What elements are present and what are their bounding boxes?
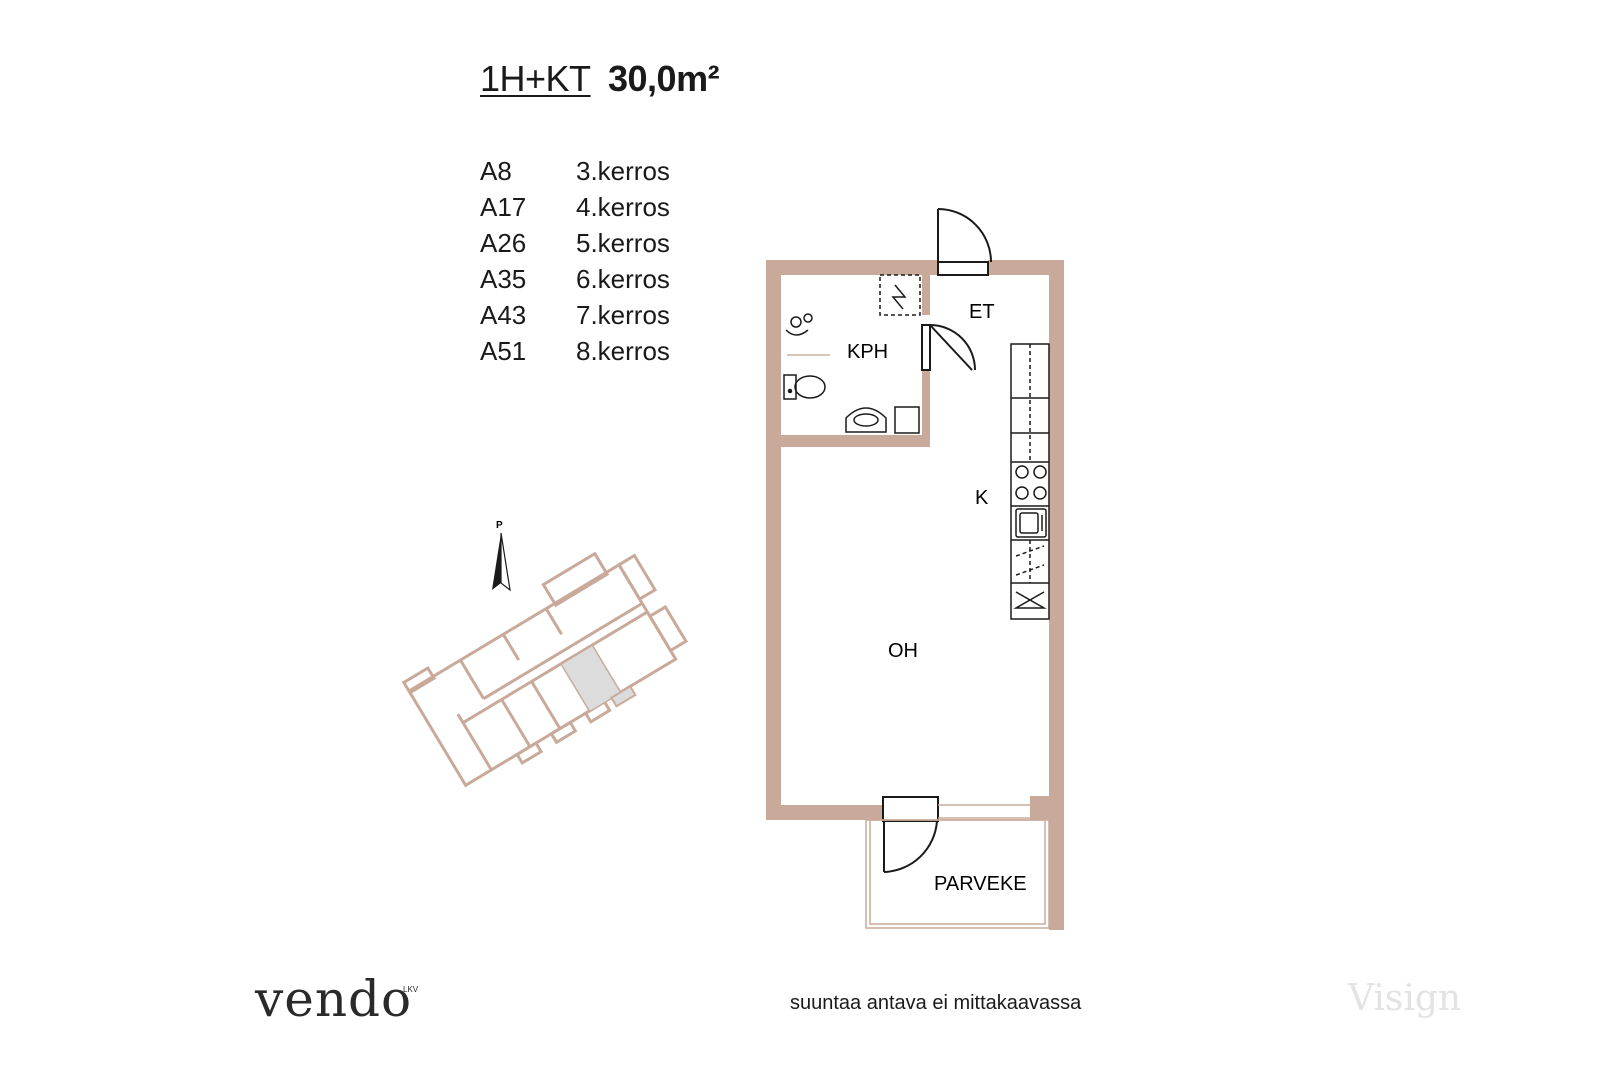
unit-id: A35 <box>480 264 527 294</box>
room-label-k: K <box>975 487 989 509</box>
vendo-logo: vendo <box>255 970 413 1028</box>
unit-floor: 6.kerros <box>576 264 670 294</box>
list-item: A8 3.kerros <box>480 156 670 192</box>
unit-id: A8 <box>480 156 512 186</box>
list-item: A43 7.kerros <box>480 300 670 336</box>
bathroom-fixtures <box>783 274 921 434</box>
apartment-walls <box>766 260 1064 930</box>
apartment-type-title: 1H+KT <box>480 58 591 99</box>
list-item: A35 6.kerros <box>480 264 670 300</box>
unit-id: A17 <box>480 192 527 222</box>
unit-id: A43 <box>480 300 527 330</box>
visign-watermark: Visign <box>1348 978 1462 1019</box>
balcony-door <box>882 796 939 873</box>
key-plan <box>401 551 688 788</box>
room-label-et: ET <box>969 301 995 323</box>
unit-floor-list: A8 3.kerros A17 4.kerros A26 5.kerros A35 6.… <box>480 156 670 372</box>
unit-floor: 5.kerros <box>576 228 670 258</box>
list-item: A17 4.kerros <box>480 192 670 228</box>
unit-floor: 8.kerros <box>576 336 670 366</box>
apartment-area: 30,0m² <box>608 58 720 99</box>
north-arrow-icon <box>492 532 511 592</box>
bathroom-door <box>921 324 976 371</box>
room-label-oh: OH <box>888 640 918 662</box>
list-item: A26 5.kerros <box>480 228 670 264</box>
unit-id: A51 <box>480 336 527 366</box>
room-label-kph: KPH <box>847 341 888 363</box>
balcony-outline <box>865 804 1050 929</box>
room-label-parveke: PARVEKE <box>934 873 1027 895</box>
north-label: P <box>496 520 503 531</box>
unit-floor: 7.kerros <box>576 300 670 330</box>
scale-disclaimer: suuntaa antava ei mittakaavassa <box>790 992 1082 1014</box>
unit-floor: 4.kerros <box>576 192 670 222</box>
highlighted-unit <box>562 646 620 711</box>
entrance-door <box>937 208 992 276</box>
vendo-logo-suffix: LKV <box>403 985 419 994</box>
kitchen-counter <box>1010 343 1050 620</box>
unit-floor: 3.kerros <box>576 156 670 186</box>
unit-id: A26 <box>480 228 527 258</box>
list-item: A51 8.kerros <box>480 336 670 372</box>
